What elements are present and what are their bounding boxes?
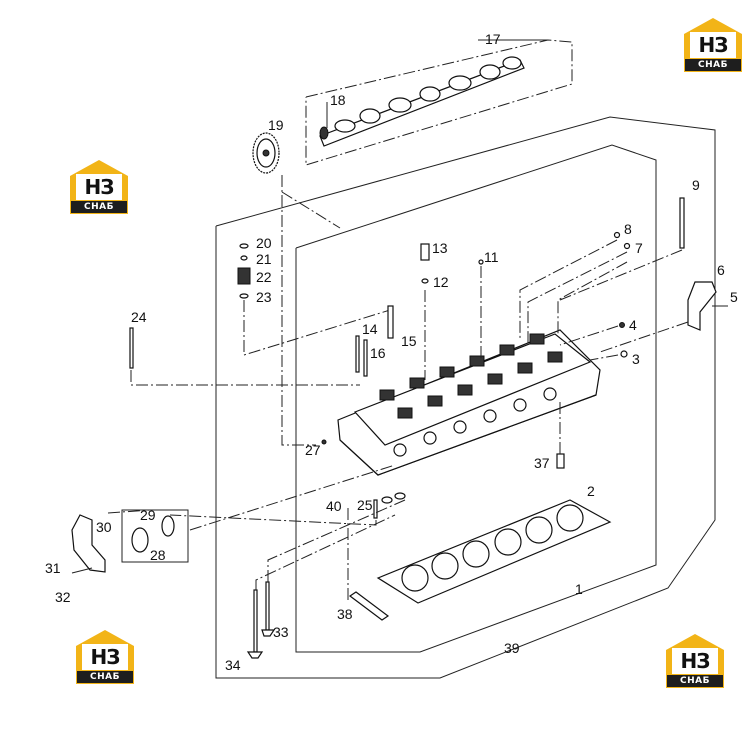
callout-33: 33 — [273, 624, 289, 640]
callout-6: 6 — [717, 262, 725, 278]
watermark-logo: НЗ СНАБ — [66, 158, 132, 214]
callout-1: 1 — [575, 581, 583, 597]
frame-39 — [215, 116, 716, 679]
lifting-bracket-30 — [71, 514, 106, 573]
head-ports — [393, 387, 557, 457]
callout-19: 19 — [268, 117, 284, 133]
callout-14: 14 — [362, 321, 378, 337]
callout-38: 38 — [337, 606, 353, 622]
callout-23: 23 — [256, 289, 272, 305]
callout-25: 25 — [357, 497, 373, 513]
seal-38 — [348, 591, 390, 621]
callout-27: 27 — [305, 442, 321, 458]
callout-28: 28 — [150, 547, 166, 563]
watermark-logo: НЗ СНАБ — [680, 16, 746, 72]
callout-30: 30 — [96, 519, 112, 535]
lifting-bracket-6 — [687, 281, 717, 331]
callout-11: 11 — [484, 249, 499, 265]
camshaft — [319, 56, 525, 147]
callout-37: 37 — [534, 455, 550, 471]
cylinder-head — [337, 329, 601, 476]
callout-5: 5 — [730, 289, 738, 305]
callout-7: 7 — [635, 240, 643, 256]
injector-13 — [420, 243, 430, 261]
callout-22: 22 — [256, 269, 272, 285]
callout-39: 39 — [504, 640, 520, 656]
callout-9: 9 — [692, 177, 700, 193]
frame-1 — [295, 144, 657, 653]
callout-3: 3 — [632, 351, 640, 367]
callout-29: 29 — [140, 507, 156, 523]
callout-13: 13 — [432, 240, 448, 256]
valves — [246, 581, 276, 659]
rocker-rows — [379, 333, 563, 419]
bolt-9 — [679, 197, 685, 249]
watermark-logo: НЗ СНАБ — [72, 628, 138, 684]
callout-18: 18 — [330, 92, 346, 108]
callout-labels: 1 2 3 4 5 6 7 8 9 11 12 13 14 15 16 17 1… — [45, 31, 738, 673]
thermostat-box — [121, 509, 189, 563]
callout-8: 8 — [624, 221, 632, 237]
callout-21: 21 — [256, 251, 272, 267]
callout-34: 34 — [225, 657, 241, 673]
watermark-logo: НЗ СНАБ — [662, 632, 728, 688]
callout-20: 20 — [256, 235, 272, 251]
callout-2: 2 — [587, 483, 595, 499]
camshaft-box — [305, 39, 573, 166]
callout-17: 17 — [485, 31, 501, 47]
callout-12: 12 — [433, 274, 449, 290]
callout-15: 15 — [401, 333, 417, 349]
callout-31: 31 — [45, 560, 61, 576]
head-gasket — [376, 499, 612, 604]
valve-spring-stack — [237, 243, 251, 299]
bolt-24 — [129, 327, 134, 369]
callout-16: 16 — [370, 345, 386, 361]
callout-24: 24 — [131, 309, 147, 325]
callout-4: 4 — [629, 317, 637, 333]
camshaft-gear — [252, 132, 280, 174]
callout-32: 32 — [55, 589, 71, 605]
callout-40: 40 — [326, 498, 342, 514]
